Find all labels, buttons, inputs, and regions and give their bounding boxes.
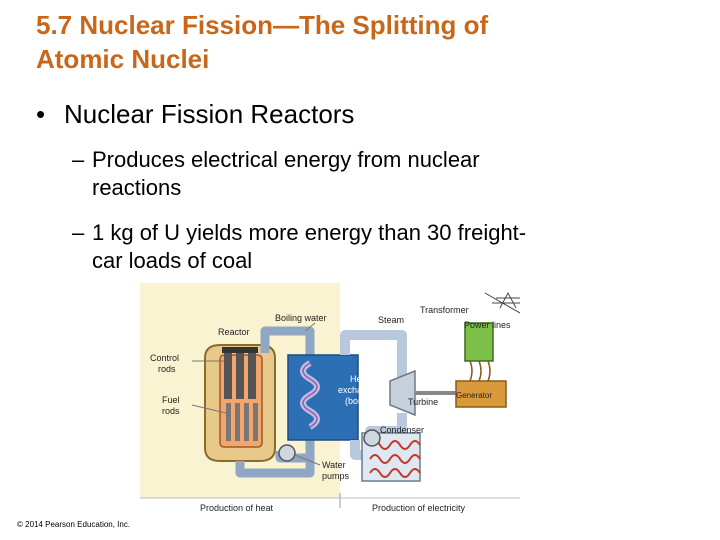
fuel-rods (226, 403, 258, 441)
sub-bullet-2: –1 kg of U yields more energy than 30 fr… (72, 219, 672, 275)
copyright-notice: © 2014 Pearson Education, Inc. (17, 520, 131, 529)
title-line-1: 5.7 Nuclear Fission—The Splitting of (36, 10, 489, 40)
label-water-pumps-1: Water (322, 460, 346, 470)
label-production-electricity: Production of electricity (372, 503, 466, 513)
transformer (464, 322, 494, 362)
sub-bullet-dash: – (72, 147, 85, 172)
reactor-diagram-svg: Reactor Boiling water Steam Transformer … (140, 283, 521, 513)
label-steam: Steam (378, 315, 404, 325)
sub-bullet-1-line-1: Produces electrical energy from nuclear (92, 147, 480, 172)
label-heat-exchanger-1: Heat (350, 374, 370, 384)
control-rods (222, 347, 258, 399)
bullet-text: Nuclear Fission Reactors (64, 99, 355, 129)
label-fuel-rods-1: Fuel (162, 395, 180, 405)
label-heat-exchanger-2: exchanger (338, 385, 380, 395)
sub-bullet-1: –Produces electrical energy from nuclear… (72, 146, 672, 202)
slide-title: 5.7 Nuclear Fission—The Splitting of Ato… (36, 8, 676, 76)
sub-bullet-dash: – (72, 220, 85, 245)
label-boiling-water: Boiling water (275, 313, 327, 323)
label-water-pumps-2: pumps (322, 471, 350, 481)
heat-exchanger (287, 354, 359, 441)
bullet-dot: • (36, 99, 46, 129)
label-heat-exchanger-3: (boiler) (345, 396, 373, 406)
label-fuel-rods-2: rods (162, 406, 180, 416)
power-line-tower (484, 291, 521, 314)
label-power-lines: Power lines (464, 320, 511, 330)
label-turbine: Turbine (408, 397, 438, 407)
water-pump-2 (363, 429, 381, 447)
leader-lines (191, 322, 321, 466)
label-transformer: Transformer (420, 305, 469, 315)
water-pump-1 (278, 444, 296, 462)
turbine (389, 369, 416, 417)
sub-bullet-2-line-2: car loads of coal (92, 248, 253, 273)
label-production-heat: Production of heat (200, 503, 274, 513)
sub-bullet-2-line-1: 1 kg of U yields more energy than 30 fre… (92, 220, 527, 245)
reactor-diagram: Reactor Boiling water Steam Transformer … (140, 283, 521, 523)
label-control-rods-1: Control (150, 353, 179, 363)
label-control-rods-2: rods (158, 364, 176, 374)
generator (455, 380, 507, 408)
label-reactor: Reactor (218, 327, 250, 337)
label-condenser: Condenser (380, 425, 424, 435)
sub-bullet-1-line-2: reactions (92, 175, 182, 200)
label-generator: Generator (456, 391, 492, 400)
bullet-item: • Nuclear Fission Reactors (36, 98, 354, 130)
title-line-2: Atomic Nuclei (36, 44, 210, 74)
